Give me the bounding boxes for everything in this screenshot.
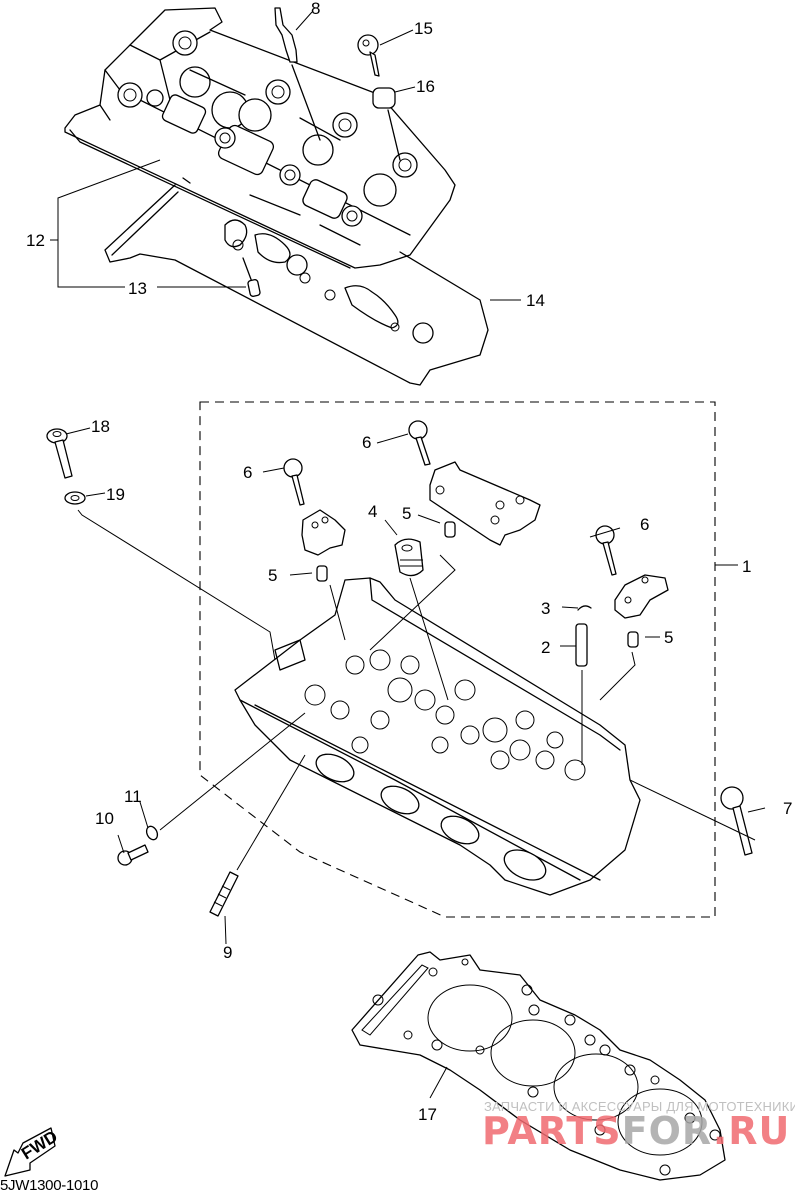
callout-19[interactable]: 19 [106,485,125,504]
bolt-15[interactable] [357,34,380,77]
bolt-18[interactable] [46,428,73,479]
dowel-pin-5a[interactable] [316,565,328,582]
watermark-brand: PARTSFOR.RU [482,1112,790,1150]
callout-13[interactable]: 13 [128,279,147,298]
plug-4[interactable] [394,538,424,577]
camshaft-cap-center[interactable] [429,461,541,546]
cylinder-head[interactable] [234,577,641,896]
valve-ports [304,649,586,781]
callout-6-right[interactable]: 6 [640,515,649,534]
stud-bolt-7[interactable] [209,871,239,917]
callout-1[interactable]: 1 [742,557,751,576]
head-cover[interactable] [64,7,456,269]
callout-11[interactable]: 11 [124,787,142,806]
damper-16[interactable] [372,87,401,161]
fwd-label: FWD [18,1127,61,1164]
exhaust-ports [315,753,547,881]
callout-12[interactable]: 12 [26,231,45,250]
bolt-10[interactable] [117,844,149,866]
callout-10[interactable]: 10 [95,809,114,828]
valve-guide-2[interactable] [575,623,588,667]
watermark-brand-ru: .RU [712,1109,791,1153]
dowel-pin-13[interactable] [242,257,261,297]
dowel-pin-5c[interactable] [627,631,639,648]
callout-14[interactable]: 14 [526,291,545,310]
spark-plug[interactable] [274,7,321,141]
cylinder-head-assembly-box [199,401,738,918]
bolt-9[interactable] [720,786,753,856]
callout-16[interactable]: 16 [416,77,435,96]
callout-8[interactable]: 8 [311,0,320,18]
callout-6-center[interactable]: 6 [362,433,371,452]
diagram-code: 5JW1300-1010 [0,1177,99,1194]
camshaft-cap-left[interactable] [301,509,346,556]
callout-5-right[interactable]: 5 [664,628,673,647]
callout-7[interactable]: 9 [223,943,232,962]
callout-17[interactable]: 17 [418,1105,437,1124]
callout-15[interactable]: 15 [414,19,433,38]
bolt-6-right[interactable] [595,525,617,576]
circlip-3[interactable] [577,605,592,611]
callout-9[interactable]: 7 [783,799,792,818]
callout-3[interactable]: 3 [541,599,550,618]
callout-5-left[interactable]: 5 [268,566,277,585]
camshaft-cap-right[interactable] [614,574,669,619]
watermark-brand-parts: PARTS [482,1109,622,1153]
dowel-pin-5b[interactable] [444,521,456,538]
forward-direction-arrow: FWD [4,1127,61,1177]
callout-labels: 8 15 16 12 13 14 18 19 6 6 6 4 5 5 5 1 3… [26,0,792,1124]
washer-11[interactable] [145,825,160,842]
head-cover-gasket[interactable] [104,177,489,386]
washer-19[interactable] [64,491,86,505]
callout-4[interactable]: 4 [368,502,377,521]
bolt-6-center[interactable] [408,420,431,466]
callout-2[interactable]: 2 [541,638,550,657]
cylinder-head-gasket[interactable] [351,951,726,1181]
callout-6-left[interactable]: 6 [243,463,252,482]
callout-18[interactable]: 18 [91,417,110,436]
bolt-6-left[interactable] [283,458,305,506]
gasket-holes [372,958,721,1176]
watermark-tagline: ЗАПЧАСТИ И АКСЕССУАРЫ ДЛЯ МОТОТЕХНИКИ [484,1099,795,1114]
callout-5-center[interactable]: 5 [402,504,411,523]
leader-17 [429,1066,448,1099]
leader-lines-top [50,11,521,301]
leader-lines-middle [65,427,766,945]
watermark-brand-for: FOR [621,1109,713,1153]
